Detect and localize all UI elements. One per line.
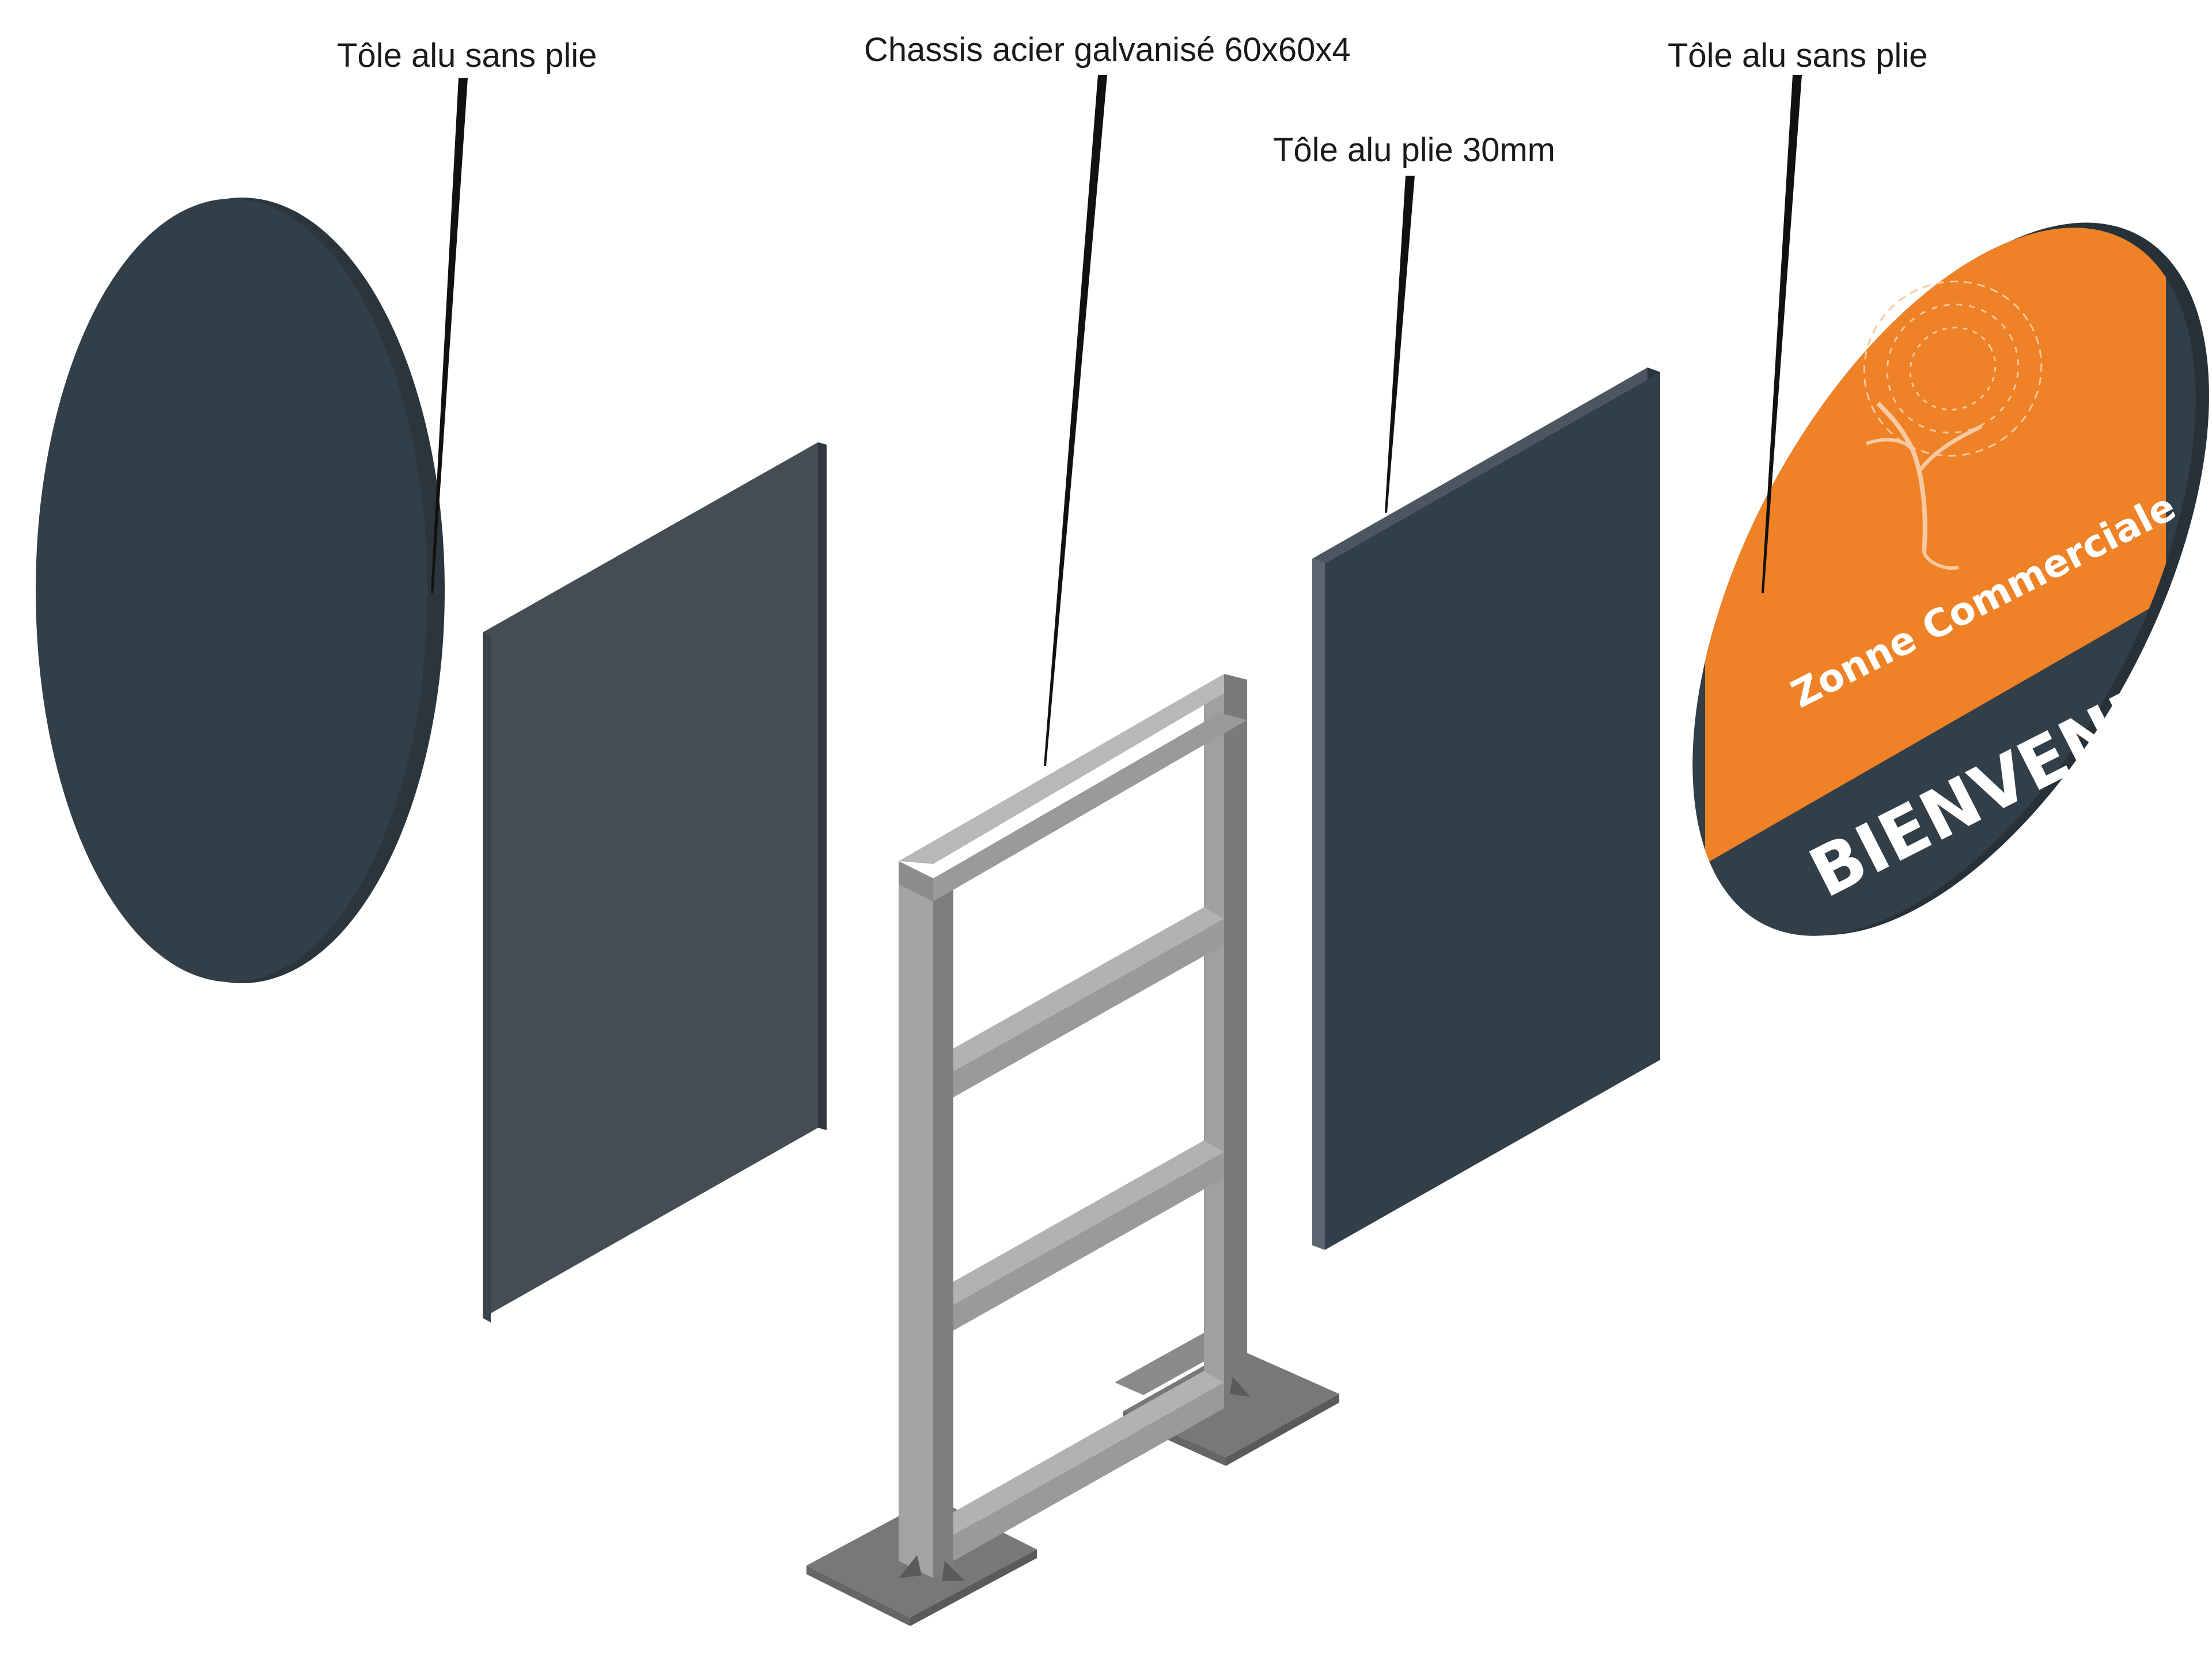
callout-left-disc: Tôle alu sans plie <box>337 37 597 74</box>
callout-folded-panel: Tôle alu plie 30mm <box>1273 131 1555 169</box>
leader-line-left-disc <box>431 78 468 593</box>
frame-rung <box>933 1371 1224 1561</box>
leader-line-front-disc <box>1762 75 1802 593</box>
leader-line-frame <box>1044 75 1107 766</box>
leader-line-folded-panel <box>1385 176 1415 513</box>
tree-logo-icon <box>1863 281 2043 570</box>
left-back-disc <box>36 198 445 983</box>
frame-rung <box>933 907 1224 1097</box>
front-sign-disc: Zonne Commerciale BIENVENUE <box>1692 173 2212 1016</box>
leader-lines <box>431 75 1802 766</box>
callout-frame: Chassis acier galvanisé 60x60x4 <box>864 31 1351 69</box>
folded-alu-panel <box>1312 367 1660 1250</box>
left-grey-panel <box>483 442 827 1322</box>
galvanized-steel-frame <box>806 674 1339 1626</box>
frame-rung <box>933 1140 1224 1331</box>
callout-front-disc: Tôle alu sans plie <box>1668 37 1928 74</box>
